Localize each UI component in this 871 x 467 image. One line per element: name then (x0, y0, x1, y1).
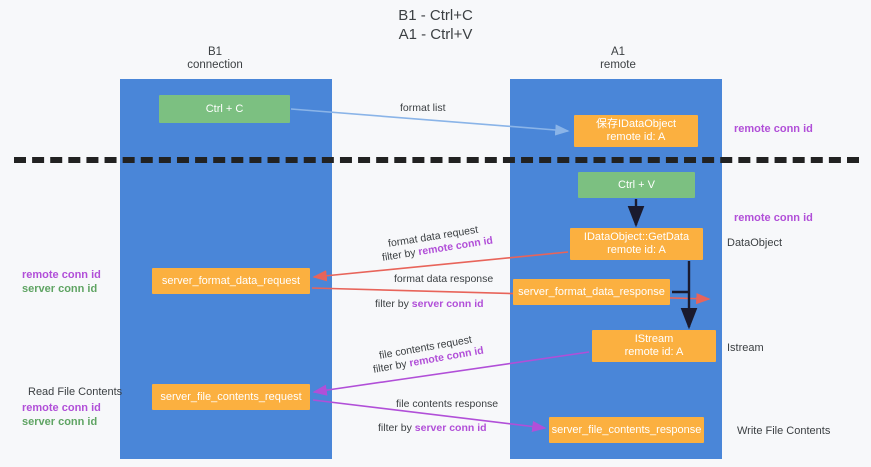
filter-key-server-conn-id: server conn id (411, 298, 484, 310)
title-line-2: A1 - Ctrl+V (398, 26, 473, 43)
node-istream-sub: remote id: A (624, 346, 684, 358)
page-title: B1 - Ctrl+C A1 - Ctrl+V (0, 6, 871, 44)
filter-prefix: filter by (372, 357, 411, 376)
column-header-a1: A1 remote (558, 46, 678, 72)
node-idataobject-sub: remote id: A (606, 131, 666, 143)
section-divider (14, 157, 859, 163)
node-istream[interactable]: IStream remote id: A (592, 330, 716, 362)
column-header-b1: B1 connection (155, 46, 275, 72)
node-idataobject-title: 保存IDataObject (595, 118, 677, 130)
column-header-a1-name: A1 (610, 46, 626, 58)
edge-label-format-data-response: format data response (394, 273, 494, 285)
node-ctrl-v-label: Ctrl + V (618, 178, 655, 191)
filter-key-server-conn-id: server conn id (414, 422, 487, 434)
node-ctrl-c-label: Ctrl + C (205, 102, 244, 115)
node-ctrl-v[interactable]: Ctrl + V (578, 172, 695, 198)
annotation-remote-conn-id: remote conn id (22, 402, 101, 414)
title-line-1: B1 - Ctrl+C (398, 7, 473, 24)
annotation-remote-conn-id: remote conn id (22, 269, 101, 281)
node-sfc-request-label: server_file_contents_request (160, 390, 302, 403)
annotation-istream: Istream (727, 342, 764, 354)
node-istream-title: IStream (634, 333, 674, 345)
annotation-server-conn-id: server conn id (22, 416, 98, 428)
annotation-read-file-contents: Read File Contents (28, 386, 123, 398)
node-server-file-contents-request[interactable]: server_file_contents_request (152, 384, 310, 410)
column-header-a1-sub: remote (600, 59, 636, 71)
node-server-format-data-request[interactable]: server_format_data_request (152, 268, 310, 294)
node-server-file-contents-response[interactable]: server_file_contents_response (549, 417, 704, 443)
edge-label-format-data-response-filter: filter by server conn id (375, 297, 484, 311)
node-getdata-sub: remote id: A (607, 244, 666, 256)
edge-label-format-list: format list (400, 102, 446, 114)
annotation-write-file-contents: Write File Contents (737, 425, 831, 437)
annotation-remote-conn-id-top: remote conn id (734, 123, 813, 135)
annotation-dataobject: DataObject (727, 237, 783, 249)
node-getdata-title: IDataObject::GetData (583, 231, 690, 243)
node-server-format-data-response[interactable]: server_format_data_response (513, 279, 670, 305)
node-sfc-response-label: server_file_contents_response (551, 423, 702, 436)
annotation-remote-conn-id-mid: remote conn id (734, 212, 813, 224)
annotation-conn-ids-bottom: remote conn id server conn id (22, 401, 101, 429)
edge-label-file-contents-response: file contents response (396, 398, 499, 410)
column-header-b1-sub: connection (187, 59, 243, 71)
filter-prefix: filter by (378, 422, 415, 434)
annotation-conn-ids-top: remote conn id server conn id (22, 268, 101, 296)
filter-prefix: filter by (381, 246, 420, 264)
node-idataobject[interactable]: 保存IDataObject remote id: A (574, 115, 698, 147)
node-ctrl-c[interactable]: Ctrl + C (159, 95, 290, 123)
node-sfd-response-label: server_format_data_response (518, 285, 665, 298)
node-sfd-request-label: server_format_data_request (161, 274, 301, 287)
annotation-server-conn-id: server conn id (22, 283, 98, 295)
node-idataobject-getdata[interactable]: IDataObject::GetData remote id: A (570, 228, 703, 260)
column-header-b1-name: B1 (207, 46, 223, 58)
edge-label-file-contents-response-filter: filter by server conn id (378, 421, 487, 435)
filter-prefix: filter by (375, 298, 412, 310)
